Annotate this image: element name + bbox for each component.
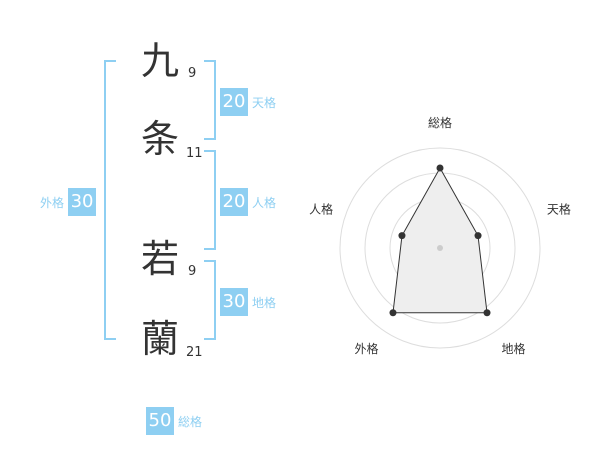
radar-point [389, 309, 397, 317]
soukaku-badge: 50 総格 [146, 407, 202, 435]
stroke-count-4: 21 [186, 345, 203, 360]
name-char-3: 若 [140, 237, 179, 281]
chikaku-label: 地格 [252, 295, 277, 310]
stroke-count-2: 11 [186, 146, 203, 161]
name-char-4: 蘭 [140, 317, 179, 361]
soukaku-value: 50 [146, 407, 174, 435]
stroke-count-1: 9 [188, 66, 197, 81]
gaikaku-value: 30 [68, 188, 97, 216]
chikaku-bracket [204, 260, 216, 340]
gaikaku-badge: 外格 30 [40, 188, 97, 216]
chikaku-value: 30 [220, 288, 248, 316]
tenkaku-label: 天格 [252, 95, 277, 110]
tenkaku-badge: 20 天格 [220, 88, 276, 116]
name-char-1: 九 [140, 39, 179, 83]
tenkaku-value: 20 [220, 88, 248, 116]
radar-center-dot [437, 245, 443, 251]
soukaku-label: 総格 [178, 414, 203, 429]
jinkaku-bracket [204, 150, 216, 250]
radar-axis-label: 外格 [355, 341, 379, 356]
radar-axis-label: 人格 [309, 201, 333, 216]
radar-polygon [392, 166, 488, 314]
radar-axis-label: 地格 [501, 341, 525, 356]
radar-point [398, 232, 406, 240]
radar-point [474, 232, 482, 240]
radar-point [483, 309, 491, 317]
radar-point [436, 164, 444, 172]
radar-axis-label: 天格 [547, 201, 571, 216]
jinkaku-label: 人格 [252, 195, 277, 210]
chikaku-badge: 30 地格 [220, 288, 276, 316]
stroke-count-3: 9 [188, 264, 197, 279]
jinkaku-badge: 20 人格 [220, 188, 276, 216]
jinkaku-value: 20 [220, 188, 248, 216]
gaikaku-label: 外格 [40, 195, 65, 210]
name-char-2: 条 [140, 117, 179, 161]
tenkaku-bracket [204, 60, 216, 140]
outer-bracket [104, 60, 116, 340]
radar-ring [339, 147, 541, 349]
radar-axis-label: 総格 [428, 115, 452, 130]
